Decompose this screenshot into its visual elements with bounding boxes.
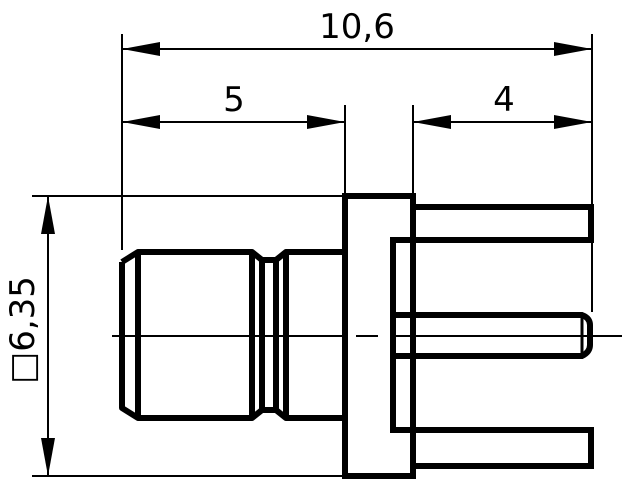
dimension-square-size: □6,35 — [3, 196, 55, 476]
ground-leg-bottom — [413, 427, 594, 469]
dimension-label-overall: 10,6 — [319, 7, 395, 47]
dimension-front-length: 5 — [122, 80, 345, 129]
dimension-label-front: 5 — [223, 80, 245, 120]
dimension-overall-length: 10,6 — [122, 7, 592, 56]
connector-rear-housing — [390, 204, 594, 469]
dimension-label-square: □6,35 — [3, 276, 43, 384]
extension-lines — [32, 34, 593, 477]
dimension-label-pin: 4 — [493, 80, 515, 120]
dimension-pin-length: 4 — [413, 80, 592, 129]
ground-leg-top — [413, 204, 594, 243]
